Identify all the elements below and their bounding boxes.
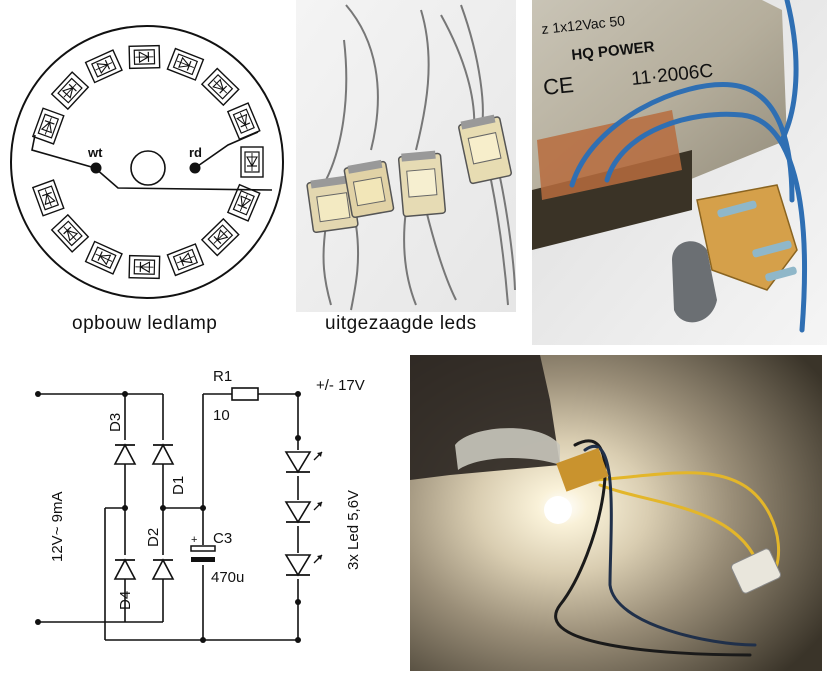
ring-led-package: [129, 46, 160, 69]
diode-d2: [153, 555, 173, 579]
schematic-svg: R1 10 D3 D1 D2 D4 12V~ 9mA: [0, 350, 405, 678]
schematic: R1 10 D3 D1 D2 D4 12V~ 9mA: [0, 350, 405, 678]
lit-photo-svg: [410, 355, 822, 671]
ring-led-package: [86, 50, 122, 82]
ring-led-package: [241, 147, 263, 177]
ring-led-package: [33, 180, 64, 216]
ring-led-package: [86, 242, 122, 274]
ring-led-package: [129, 256, 160, 279]
capacitor-c3: [190, 545, 216, 565]
lit-photo: [410, 355, 822, 671]
label-rd: rd: [189, 145, 202, 160]
diode-d4: [115, 555, 135, 579]
transformer-photo-svg: z 1x12Vac 50 HQ POWER CE 11·2006C: [532, 0, 827, 345]
diode-d3: [115, 440, 135, 464]
leds-photo: uitgezaagde leds: [296, 0, 516, 345]
led-glow-spot: [544, 496, 572, 524]
pad-rd: [190, 163, 201, 174]
ring-diagram-svg: wt rd: [0, 0, 290, 345]
ring-diagram-caption: opbouw ledlamp: [72, 313, 217, 335]
trace-wt: [32, 135, 272, 190]
label-d1: D1: [170, 476, 187, 495]
ring-led-package: [33, 108, 64, 144]
label-c3: C3: [213, 530, 232, 547]
label-d4: D4: [117, 591, 134, 610]
schematic-led: [284, 553, 322, 579]
leds-photo-caption: uitgezaagde leds: [325, 313, 477, 335]
label-wt: wt: [87, 145, 103, 160]
center-hole: [131, 151, 165, 185]
label-input: 12V~ 9mA: [49, 492, 66, 562]
ring-led-package: [202, 219, 239, 256]
label-c3-plus: +: [191, 534, 197, 546]
label-d2: D2: [145, 528, 162, 547]
led-string: [284, 450, 322, 579]
pad-wt: [91, 163, 102, 174]
ring-led-package: [167, 49, 203, 80]
ring-led-package: [202, 68, 239, 105]
ring-led-package: [167, 244, 203, 275]
junction-dots: [35, 391, 301, 643]
ring-led-package: [52, 72, 89, 109]
label-ce: CE: [542, 72, 575, 100]
resistor-r1: [232, 388, 258, 400]
leds-photo-svg: [296, 0, 516, 345]
label-r1-value: 10: [213, 407, 230, 424]
label-c3-value: 470u: [211, 569, 244, 586]
label-output: +/- 17V: [316, 377, 365, 394]
schematic-led: [284, 450, 322, 476]
ring-diagram: wt rd opbouw ledlamp: [0, 0, 290, 345]
label-r1: R1: [213, 368, 232, 385]
label-d3: D3: [107, 413, 124, 432]
schematic-led: [284, 500, 322, 526]
transformer-photo: z 1x12Vac 50 HQ POWER CE 11·2006C: [532, 0, 827, 345]
transformer-silhouette: [410, 355, 560, 480]
ring-led-group: [33, 46, 263, 279]
schematic-wires: [38, 394, 298, 640]
label-leds: 3x Led 5,6V: [345, 490, 362, 570]
diode-d1: [153, 440, 173, 464]
ring-led-package: [52, 215, 89, 252]
